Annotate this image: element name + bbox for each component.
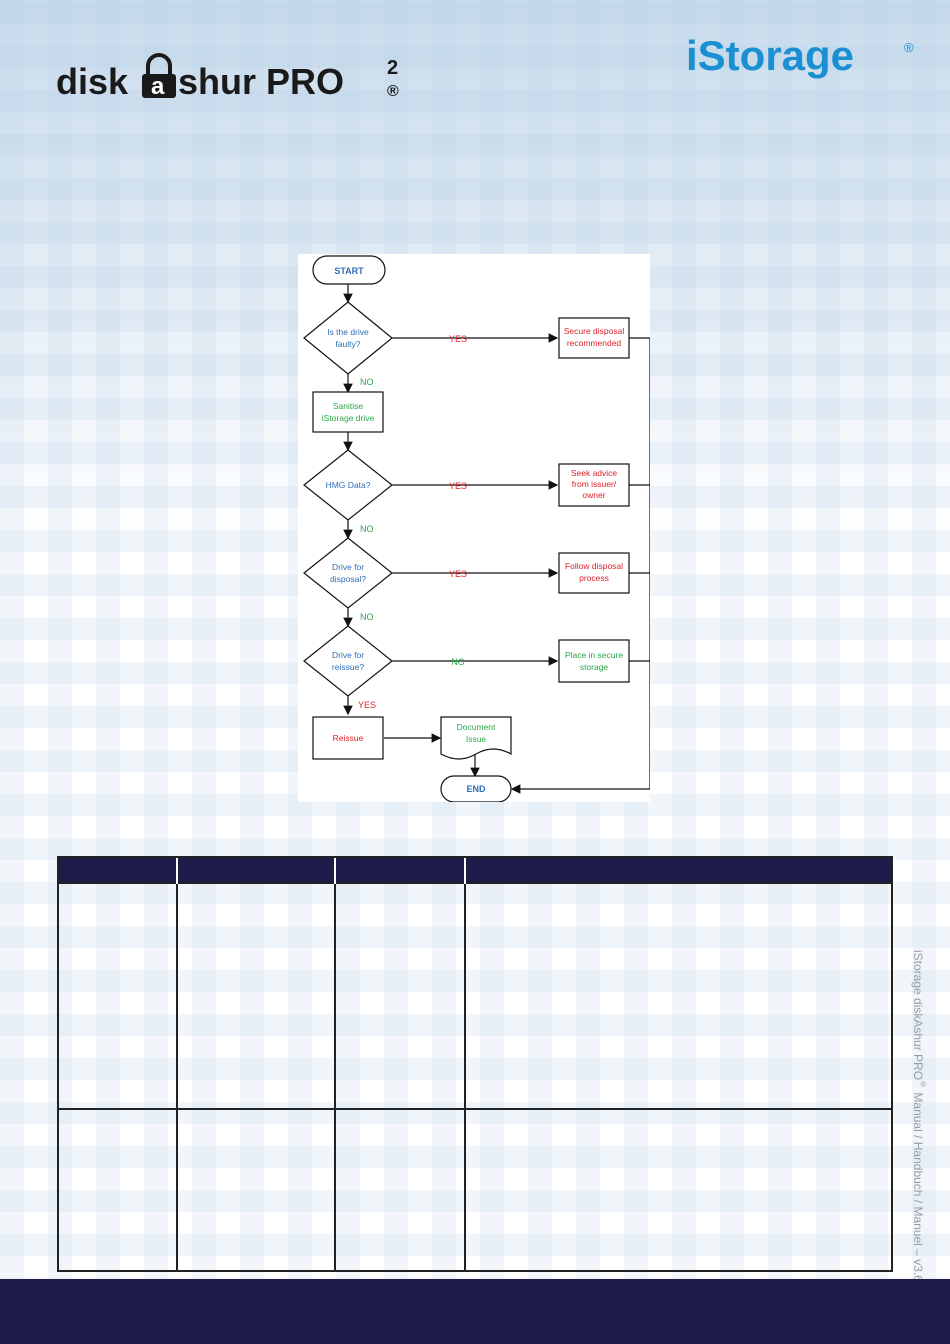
padlock-icon: a [142,53,176,100]
decision-hmg-label: HMG Data? [326,480,371,490]
secure-storage-line1: Place in secure [565,650,623,660]
decision-disposal-line2: disposal? [330,574,366,584]
footer-bar [0,1279,950,1344]
follow-disposal-line2: process [579,573,609,583]
no-label-faulty: NO [360,377,374,387]
diskashur-pro-logo: disk a shur PRO 2 ® [56,53,399,102]
seek-advice-line3: owner [582,490,605,500]
table-cell [465,882,891,1109]
table-row [59,1108,891,1270]
table-cell [59,882,178,1109]
document-issue-line2: Issue [466,734,487,744]
decision-disposal [303,537,393,609]
decision-hmg [303,449,393,521]
istorage-logo: iStorage ® [686,32,914,79]
reissue-label: Reissue [333,733,364,743]
table-cell [465,1108,891,1270]
seek-advice-line1: Seek advice [571,468,618,478]
flowchart-connectors [343,284,651,794]
table-header-cell [177,858,336,883]
document-issue-shape [440,716,512,760]
yes-label-disposal: YES [449,569,467,579]
side-manual-version-text: iStorage diskAshur PRO® Manual / Handbuc… [908,950,928,1282]
logo-text-shur-pro: shur PRO [178,61,344,102]
table-cell [59,1108,178,1270]
follow-disposal-line1: Follow disposal [565,561,623,571]
secure-disposal-box [558,317,630,359]
table-cell [177,1108,336,1270]
table-header-cell [465,858,891,883]
decision-disposal-line1: Drive for [332,562,364,572]
yes-label-faulty: YES [449,334,467,344]
table-header-cell [59,858,178,883]
yes-label-reissue: YES [358,700,376,710]
table-grid [59,858,891,1270]
flowchart-svg: START Is the drive faulty? YES NO Secure… [303,255,651,803]
no-label-disposal: NO [360,612,374,622]
table-header-row [59,858,891,883]
side-text-registered: ® [919,1080,928,1090]
no-label-reissue: NO [451,657,465,667]
istorage-registered-mark: ® [904,40,914,55]
sanitise-box [312,391,384,433]
reissue-box [312,716,384,760]
table-cell [177,882,336,1109]
logo-registered-mark: ® [387,83,399,100]
secure-storage-box [558,639,630,683]
secure-disposal-line2: recommended [567,338,622,348]
table-header-cell [335,858,466,883]
table-row [59,882,891,1109]
istorage-logo-text: iStorage [686,32,854,79]
table-cell [335,882,466,1109]
logo-text-a: a [151,73,165,100]
decision-faulty-line1: Is the drive [327,327,369,337]
document-issue-line1: Document [457,722,496,732]
secure-disposal-line1: Secure disposal [564,326,625,336]
document-table [57,856,893,1272]
no-label-hmg: NO [360,524,374,534]
secure-storage-line2: storage [580,662,609,672]
decision-reissue-line1: Drive for [332,650,364,660]
logo-text-disk: disk [56,61,129,102]
decision-reissue [303,625,393,697]
seek-advice-line2: from issuer/ [572,479,617,489]
seek-advice-box [558,463,630,507]
sanitise-line1: Sanitise [333,401,364,411]
sanitise-line2: iStorage drive [322,413,375,423]
side-text-main: iStorage diskAshur PRO [911,950,925,1081]
logo-superscript: 2 [387,57,398,79]
disposal-flowchart: START Is the drive faulty? YES NO Secure… [298,254,651,803]
start-label: START [334,266,364,276]
start-terminal [312,255,386,285]
side-text-rest: Manual / Handbuch / Manuel – v3.6 [911,1089,925,1282]
decision-faulty-line2: faulty? [335,339,360,349]
follow-disposal-box [558,552,630,594]
decision-faulty [303,301,393,375]
end-label: END [466,784,486,794]
decision-reissue-line2: reissue? [332,662,364,672]
table-cell [335,1108,466,1270]
yes-label-hmg: YES [449,481,467,491]
